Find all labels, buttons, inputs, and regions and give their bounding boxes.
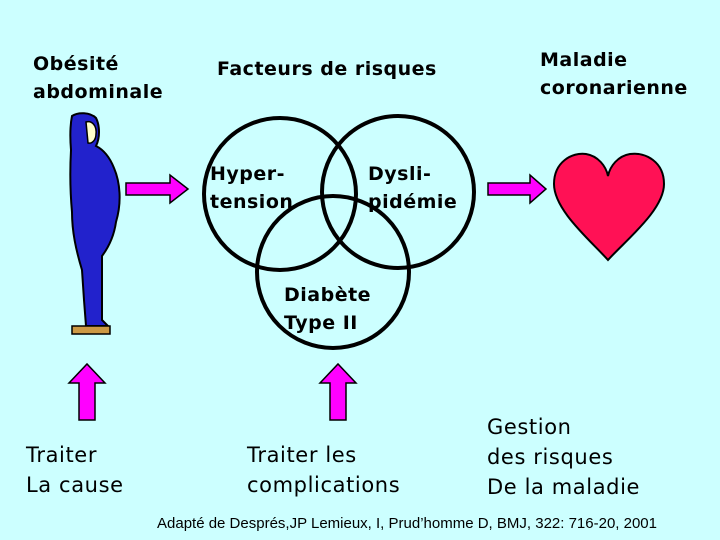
traiter-cause-line-1: Traiter	[26, 443, 98, 467]
figure-face	[85, 120, 97, 144]
figure-body	[69, 112, 121, 327]
obesite-label: Obésité abdominale	[33, 50, 163, 106]
dyslipidemie-circle	[320, 114, 476, 270]
maladie-line-1: Maladie	[540, 49, 628, 71]
traiter-cause-line-2: La cause	[26, 473, 124, 497]
traiter-complications-line-1: Traiter les	[247, 443, 357, 467]
obese-figure-icon	[69, 112, 121, 335]
obesite-line-1: Obésité	[33, 53, 119, 75]
source-citation: Adapté de Després,JP Lemieux, I, Prud’ho…	[157, 515, 657, 532]
obesite-line-2: abdominale	[33, 81, 164, 103]
dyslipidemie-line-1: Dysli-	[368, 163, 432, 185]
hypertension-line-1: Hyper-	[210, 163, 286, 185]
diabete-line-2: Type II	[284, 312, 358, 334]
arrow-to-heart	[487, 173, 548, 205]
heart-icon	[552, 152, 666, 262]
dyslipidemie-label: Dysli- pidémie	[368, 160, 457, 216]
diabete-line-1: Diabète	[284, 284, 372, 306]
gestion-line-1: Gestion	[487, 415, 572, 439]
arrow-to-risk-factors	[125, 173, 190, 205]
diabete-circle	[255, 194, 411, 350]
hypertension-circle	[202, 116, 358, 272]
gestion-label: Gestion des risques De la maladie	[487, 412, 640, 502]
arrow-up-complications	[318, 362, 358, 421]
hypertension-line-2: tension	[210, 191, 294, 213]
figure-shoe	[71, 325, 111, 335]
traiter-cause-label: Traiter La cause	[26, 440, 124, 500]
arrow-up-cause	[67, 362, 107, 421]
gestion-line-3: De la maladie	[487, 475, 641, 499]
maladie-label: Maladie coronarienne	[540, 46, 688, 102]
traiter-complications-line-2: complications	[247, 473, 401, 497]
dyslipidemie-line-2: pidémie	[368, 191, 458, 213]
maladie-line-2: coronarienne	[540, 77, 688, 99]
gestion-line-2: des risques	[487, 445, 614, 469]
traiter-complications-label: Traiter les complications	[247, 440, 400, 500]
diabete-label: Diabète Type II	[284, 281, 371, 337]
facteurs-title: Facteurs de risques	[217, 58, 437, 80]
hypertension-label: Hyper- tension	[210, 160, 293, 216]
